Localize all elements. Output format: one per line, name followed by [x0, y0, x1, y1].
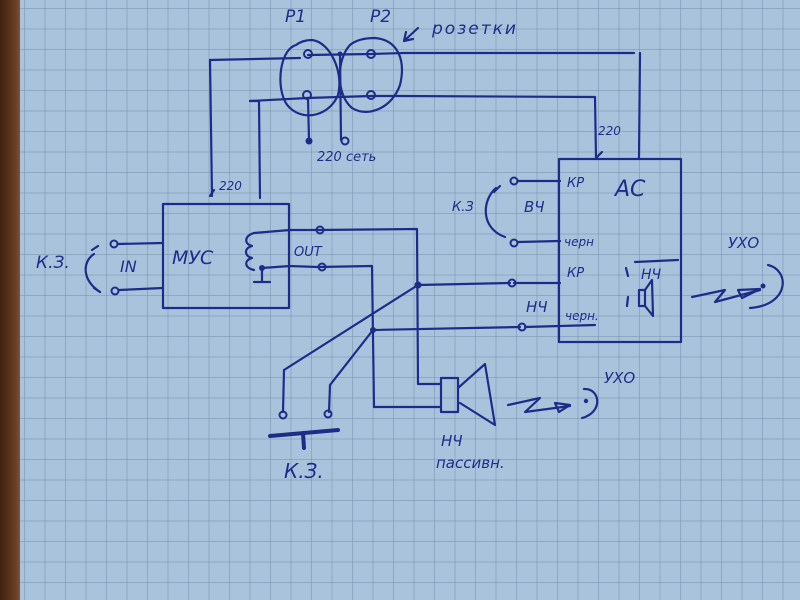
sockets-caption: розетки: [431, 19, 518, 39]
ear-icon-right: [748, 263, 784, 310]
amplifier-box: [161, 202, 291, 310]
wire-mains-2: [306, 96, 311, 142]
wire-out-plus: [287, 227, 442, 386]
active-speaker-name: АС: [613, 177, 646, 202]
pointer-arrow: [402, 26, 420, 43]
socket-p1: [279, 38, 341, 117]
wire-ac-live: [637, 51, 642, 160]
hf-short-label: К.З: [452, 200, 474, 215]
input-short-label: К.З.: [36, 253, 70, 273]
wire-amp-live: [208, 58, 214, 198]
wire-hf-black: [516, 239, 562, 244]
lf-red-label: КР: [567, 266, 584, 281]
sound-arrow-right: [690, 288, 762, 304]
mains-label: 220 сеть: [317, 150, 376, 165]
hf-short-arrow: [484, 186, 507, 239]
ear-label-right: УХО: [728, 234, 759, 252]
socket-p2-label: P2: [370, 7, 391, 27]
wire-out-minus: [287, 264, 442, 409]
hf-black-label: черн: [564, 235, 594, 249]
speaker-power-label: 220: [598, 124, 621, 138]
amplifier-name: МУС: [172, 247, 214, 269]
ear-icon-bottom: [580, 387, 599, 420]
wire-top-live: [208, 51, 636, 62]
socket-p2: [338, 36, 404, 113]
active-speaker-box: [557, 157, 683, 344]
graph-paper: [20, 0, 800, 600]
hf-section-label: ВЧ: [524, 198, 545, 216]
wire-lf-red: [416, 281, 562, 287]
short-switch-button: [268, 428, 340, 450]
transformer-coil-icon: [244, 231, 256, 272]
wire-mains-1: [338, 52, 343, 142]
output-label: OUT: [294, 245, 323, 260]
mains-plug-terminal: [305, 137, 313, 145]
desk-edge: [0, 0, 22, 600]
wire-short-1: [281, 283, 420, 414]
short-arrow: [84, 252, 102, 294]
socket-p1-label: P1: [285, 7, 306, 27]
hf-terminal[interactable]: [509, 238, 519, 248]
hf-red-label: КР: [567, 176, 584, 191]
wire-ac-neutral: [593, 95, 598, 160]
passive-speaker-icon: [439, 362, 497, 427]
sound-arrow: [506, 396, 572, 414]
wire-lf-black: [371, 323, 597, 332]
wire-short-2: [327, 328, 375, 414]
driver-label: НЧ: [641, 267, 662, 283]
amp-power-label: 220: [219, 179, 242, 193]
hf-terminal[interactable]: [509, 176, 519, 186]
passive-speaker-label-1: НЧ: [441, 432, 463, 450]
passive-speaker-label-2: пассивн.: [436, 454, 505, 472]
short-switch-label: К.З.: [284, 459, 324, 483]
lf-section-label: НЧ: [526, 298, 548, 316]
wire-top-neutral: [248, 94, 597, 103]
lf-black-label: черн.: [565, 309, 599, 323]
input-label: IN: [120, 257, 137, 276]
active-speaker-driver-icon: [624, 258, 680, 318]
wire-amp-neutral: [248, 99, 262, 200]
mains-plug-terminal: [340, 136, 350, 146]
input-terminal[interactable]: [110, 286, 120, 296]
input-terminal[interactable]: [109, 239, 119, 249]
ear-label-bottom: УХО: [604, 369, 635, 387]
